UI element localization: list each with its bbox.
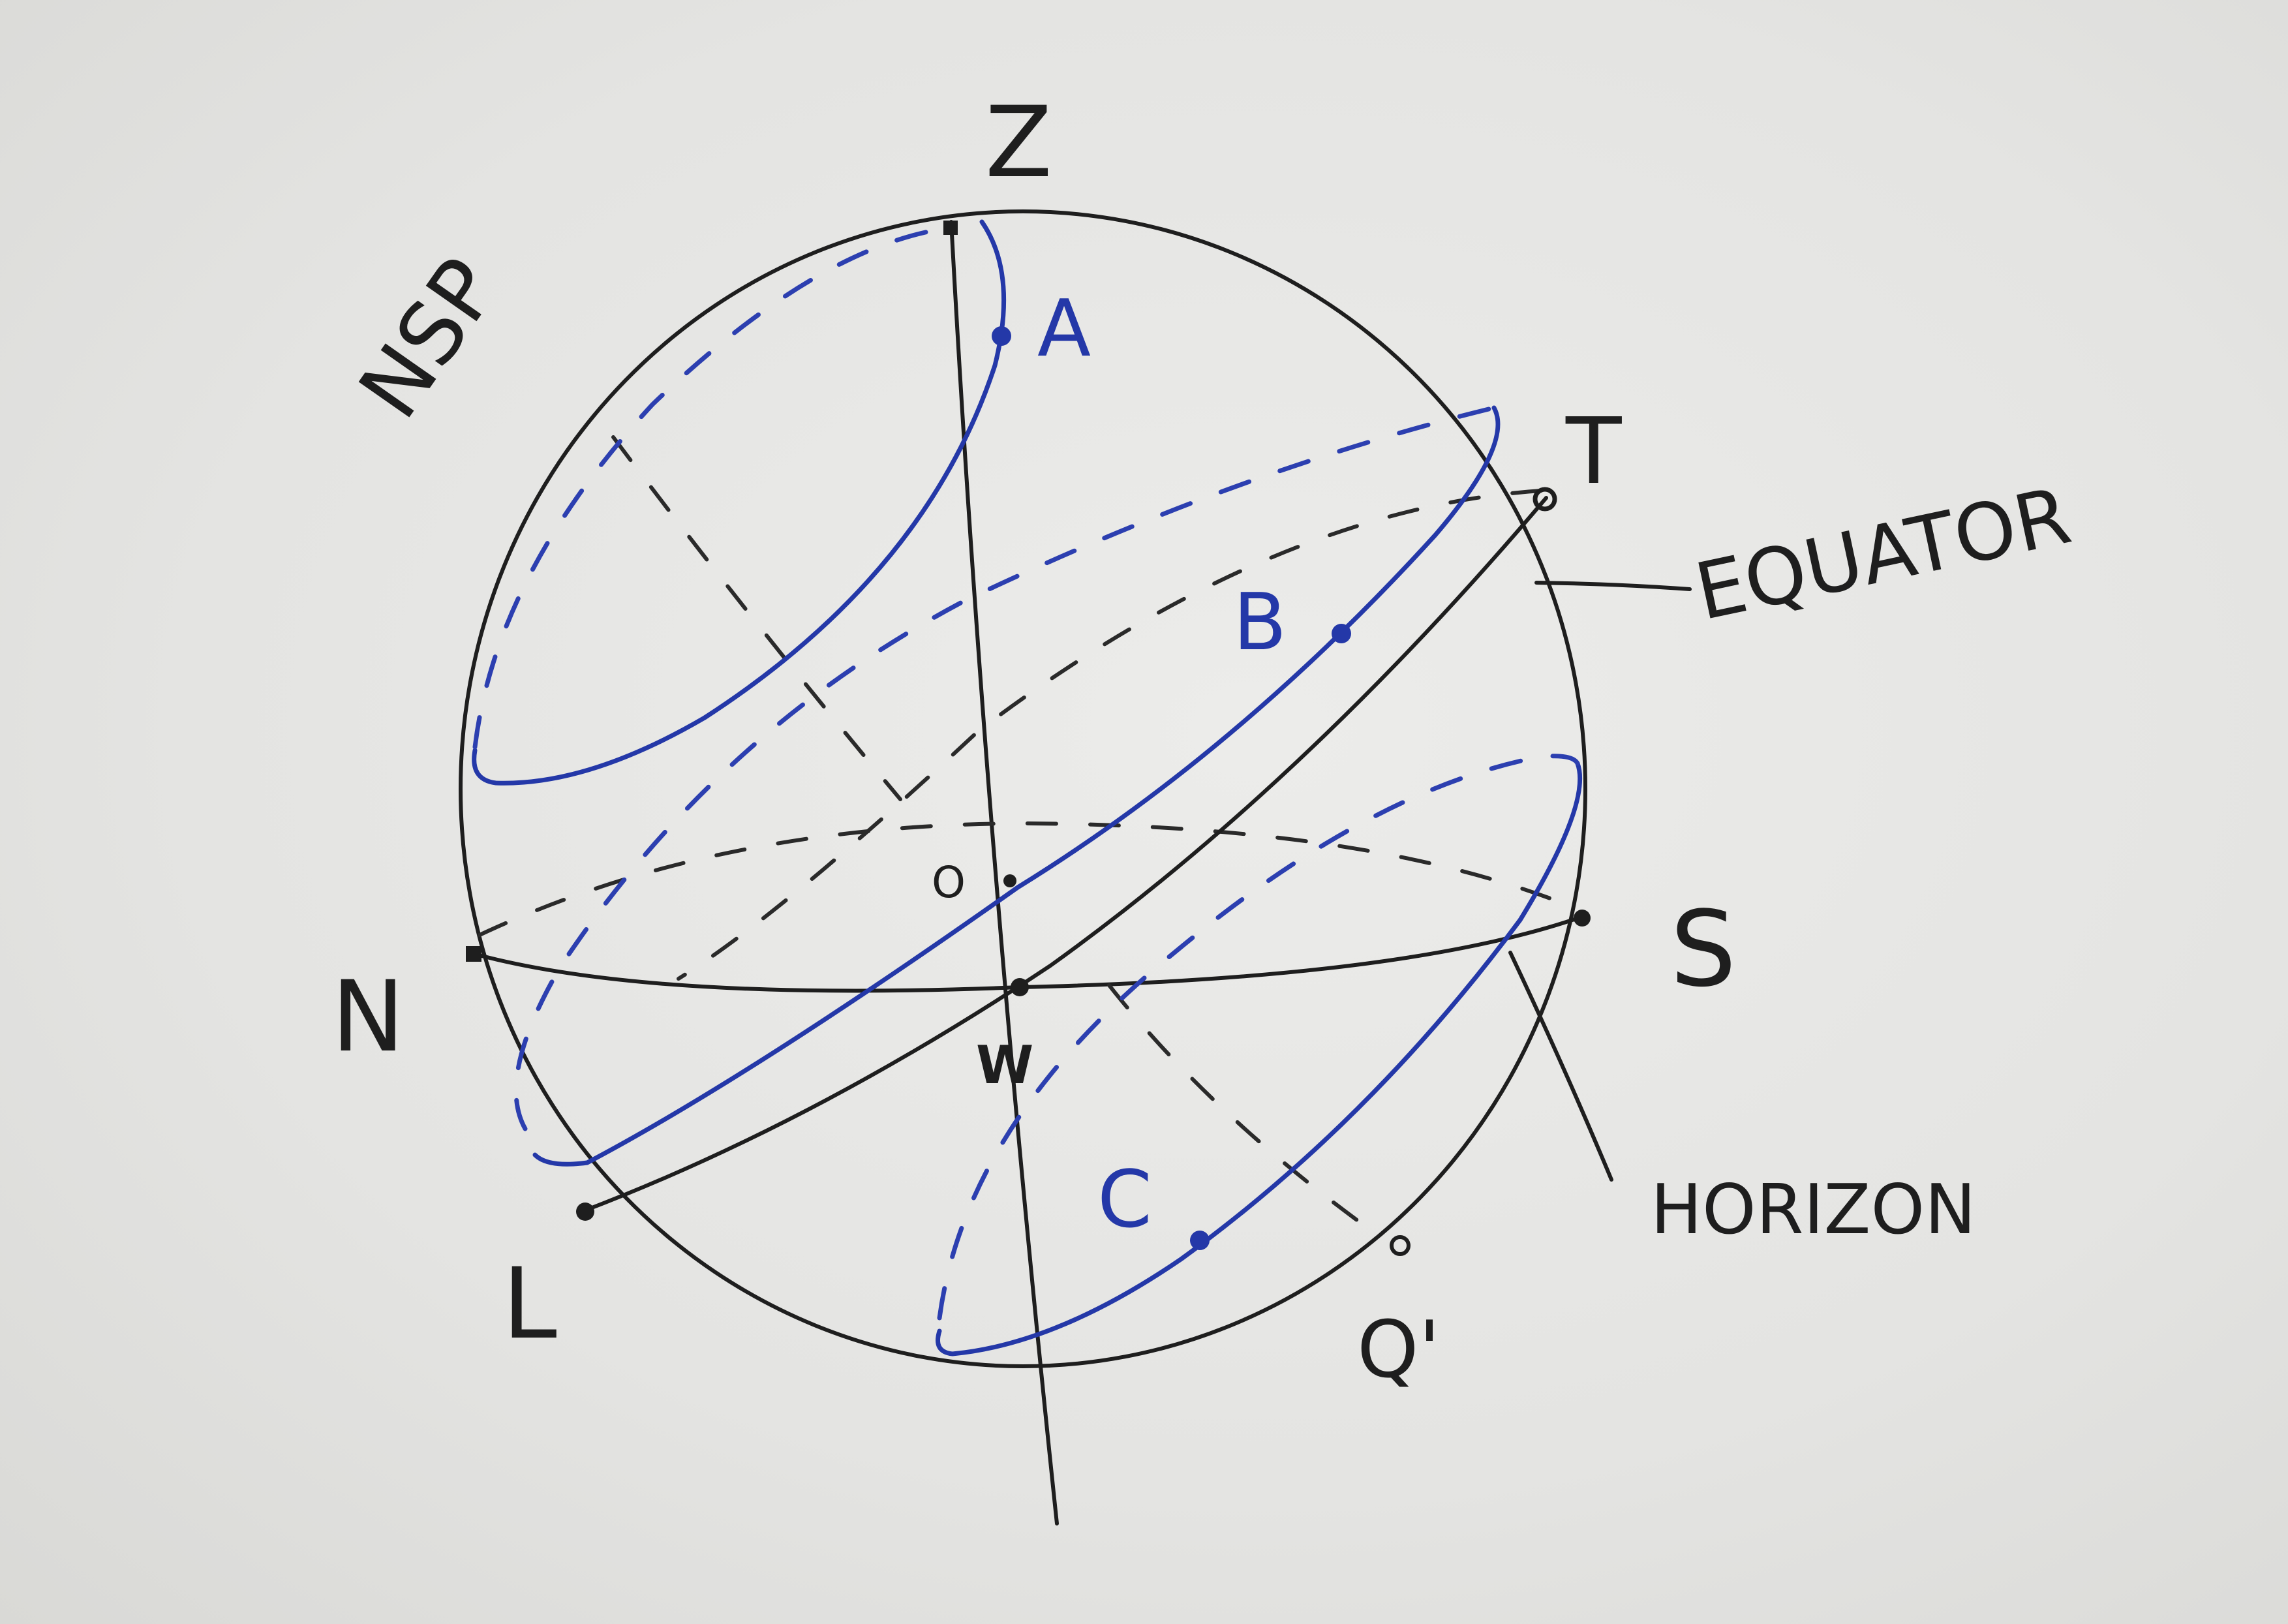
horizon-leader-line	[1508, 951, 1613, 1182]
horizon-back-arc	[478, 821, 1574, 937]
center-label: O	[932, 857, 966, 908]
zenith-axis-line	[949, 220, 1059, 1525]
zenith-label: Z	[985, 86, 1052, 200]
c-point	[1190, 1231, 1210, 1250]
circle-b-back	[513, 405, 1497, 1131]
l-point	[576, 1203, 594, 1221]
south-label: S	[1670, 888, 1737, 1010]
t-point	[1533, 487, 1557, 512]
nsp-label: NSP	[340, 241, 518, 436]
equator-back-arc	[677, 489, 1543, 981]
horizon-label: HORIZON	[1651, 1170, 1976, 1249]
l-label: L	[502, 1248, 557, 1361]
a-label: A	[1037, 284, 1091, 375]
b-point	[1332, 624, 1351, 643]
equator-front-arc	[583, 496, 1548, 1212]
b-label: B	[1233, 577, 1287, 668]
c-label: C	[1097, 1155, 1152, 1246]
center-point	[1003, 874, 1016, 887]
circle-a-front	[472, 219, 1007, 786]
q-label: Q'	[1357, 1305, 1440, 1396]
q-point	[1390, 1235, 1411, 1256]
circle-c-front	[936, 761, 1583, 1356]
circle-a-back	[472, 226, 949, 750]
a-point	[992, 326, 1011, 346]
equator-label: EQUATOR	[1688, 470, 2078, 638]
north-label: N	[331, 960, 404, 1074]
t-label: T	[1565, 399, 1622, 505]
west-label: W	[976, 1035, 1033, 1095]
zenith-point	[943, 221, 958, 235]
equator-leader-line	[1534, 581, 1692, 591]
circle-b-front	[532, 405, 1501, 1167]
west-point	[1011, 978, 1029, 996]
north-point	[466, 946, 481, 962]
back-dashed-diagonal-upper	[611, 435, 902, 801]
sphere-outline	[459, 209, 1587, 1368]
circle-c-back	[937, 754, 1580, 1321]
south-point	[1574, 910, 1591, 927]
